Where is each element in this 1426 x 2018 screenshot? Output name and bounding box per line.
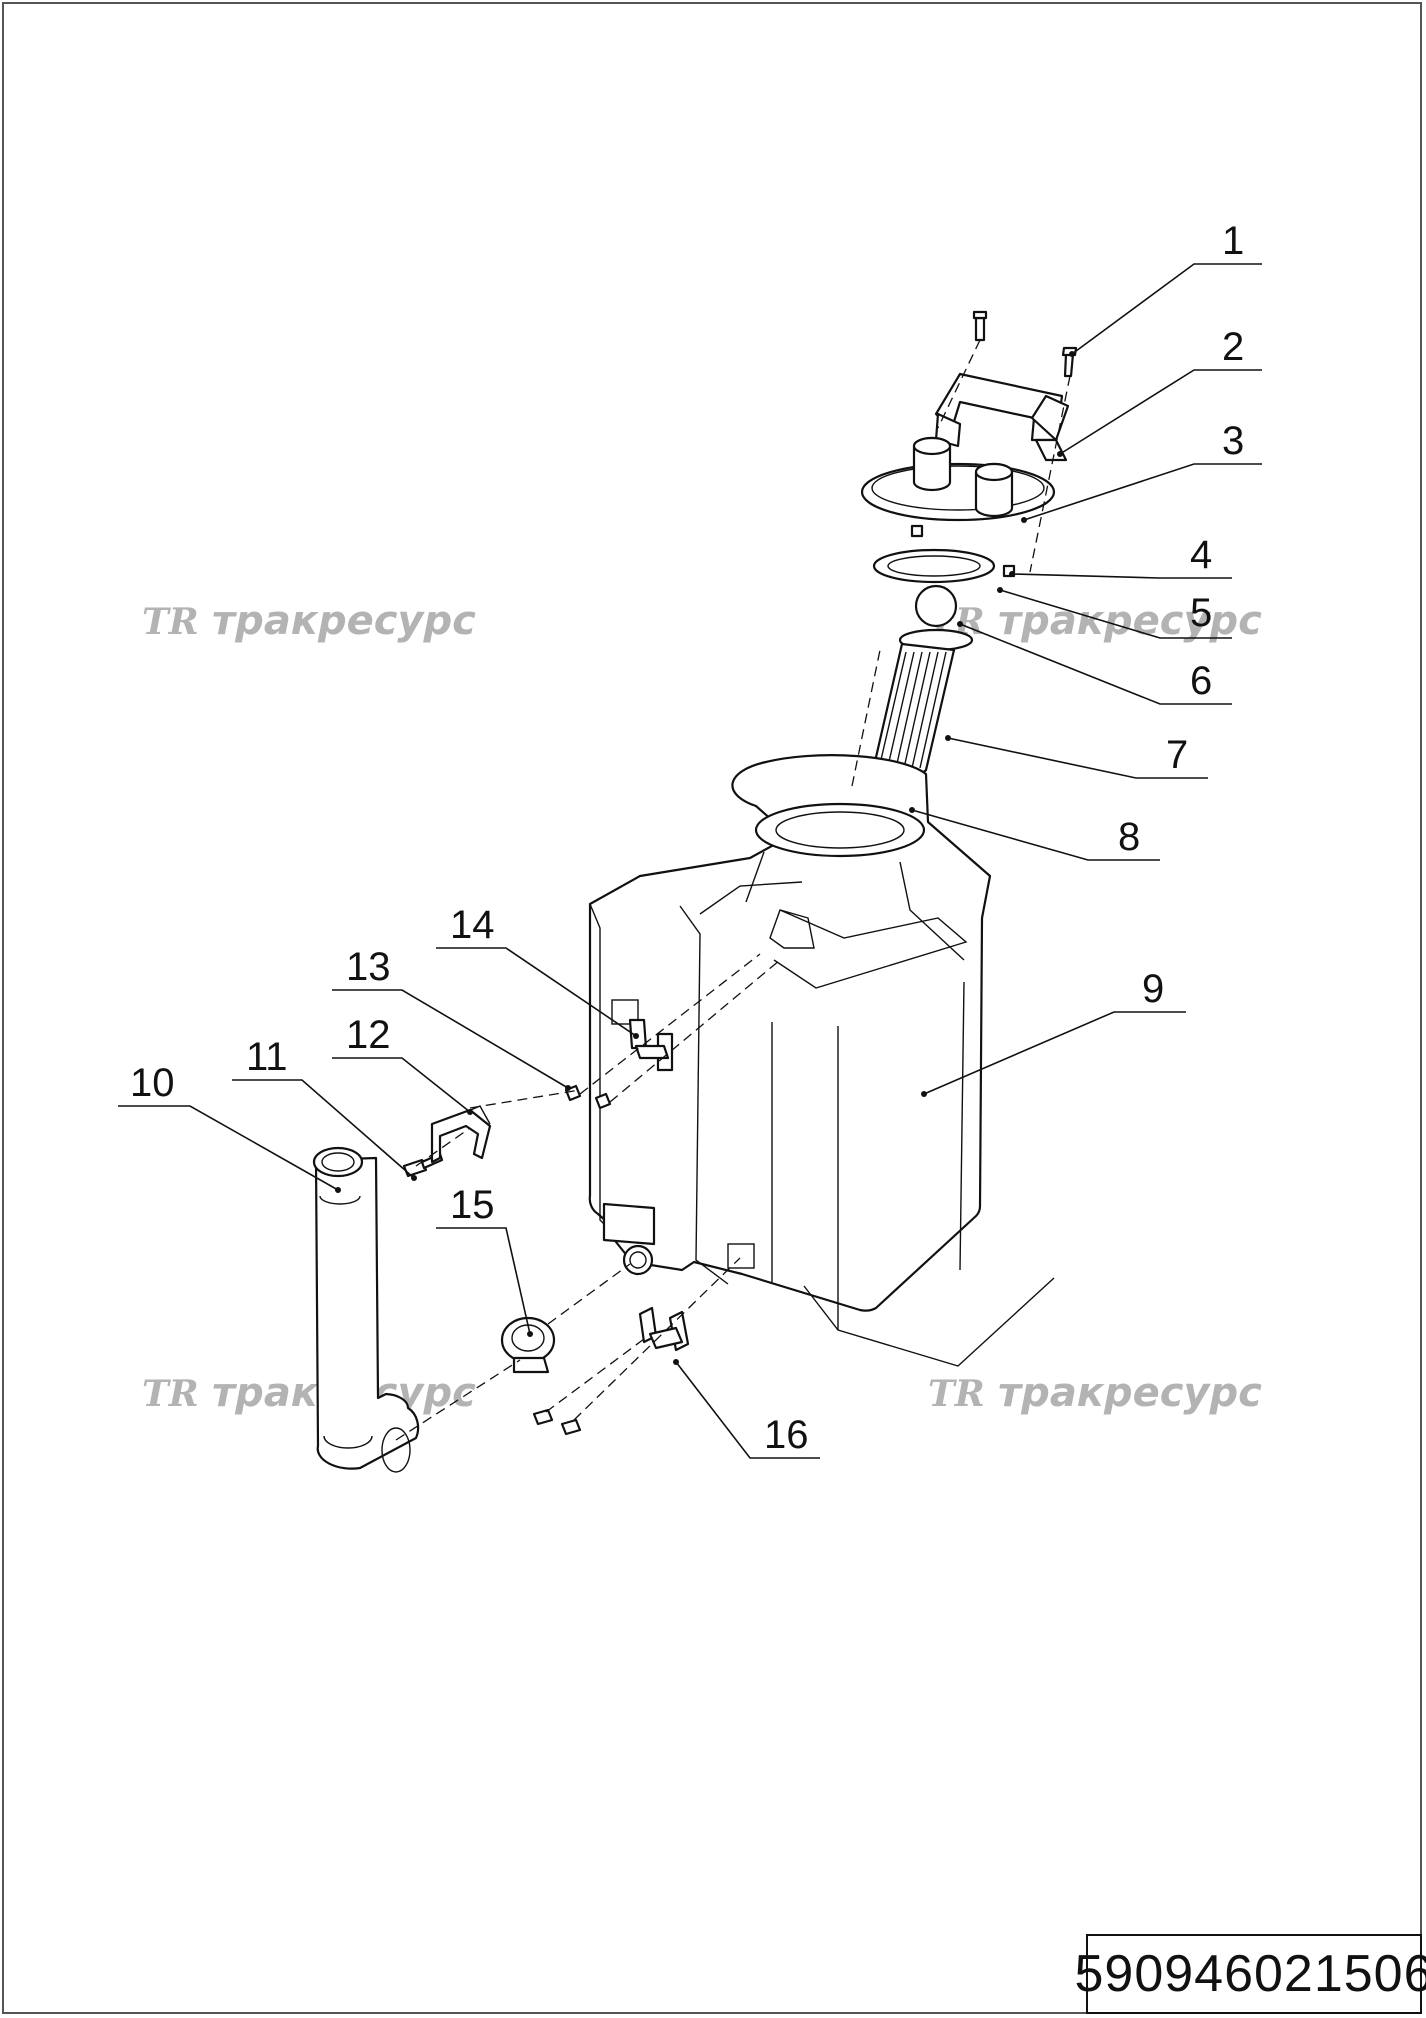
part-9-tank xyxy=(588,754,1055,1367)
callout-4: 4 xyxy=(1190,533,1212,577)
callout-14: 14 xyxy=(450,903,495,947)
watermark-logo: TR xyxy=(928,1373,985,1415)
callout-3: 3 xyxy=(1222,419,1244,463)
callout-6: 6 xyxy=(1190,659,1212,703)
watermark-logo: TR xyxy=(142,601,199,643)
watermark-brand: тракресурс xyxy=(998,598,1262,644)
callout-5: 5 xyxy=(1190,591,1212,635)
callout-numbers: 1 2 3 4 5 6 7 8 9 10 11 12 13 14 15 16 xyxy=(130,219,1244,1457)
watermark-logo: TR xyxy=(142,1373,199,1415)
callout-leaders xyxy=(118,263,1262,1459)
callout-12: 12 xyxy=(346,1013,391,1057)
callout-1: 1 xyxy=(1222,219,1244,263)
callout-8: 8 xyxy=(1118,815,1140,859)
part-6-ring xyxy=(914,584,958,628)
callout-13: 13 xyxy=(346,945,391,989)
watermark-bottom-right: TR тракресурс xyxy=(928,1370,1262,1416)
callout-16: 16 xyxy=(764,1413,809,1457)
part-1-screws xyxy=(972,310,1078,378)
callout-15: 15 xyxy=(450,1183,495,1227)
drawing-code: 590946021506 xyxy=(1074,1945,1426,2003)
part-16-bracket xyxy=(532,1306,690,1436)
drawing-code-box: 590946021506 xyxy=(1074,1934,1426,2014)
part-2-handle xyxy=(934,372,1070,462)
callout-7: 7 xyxy=(1166,733,1188,777)
part-3-cap-plate xyxy=(860,436,1056,578)
callout-11: 11 xyxy=(246,1035,288,1079)
part-5-gasket xyxy=(872,548,996,584)
callout-2: 2 xyxy=(1222,325,1244,369)
watermark-brand: тракресурс xyxy=(212,598,476,644)
assembly-lines xyxy=(395,339,1071,1441)
watermark-bottom-left: TR тракресурс xyxy=(142,1370,476,1416)
watermark-top-left: TR тракресурс xyxy=(142,598,476,644)
callout-9: 9 xyxy=(1142,967,1164,1011)
part-10-pipe xyxy=(312,1146,420,1473)
part-15-hose-clamp xyxy=(500,1316,556,1374)
watermark-brand: тракресурс xyxy=(998,1370,1262,1416)
callout-10: 10 xyxy=(130,1061,175,1105)
